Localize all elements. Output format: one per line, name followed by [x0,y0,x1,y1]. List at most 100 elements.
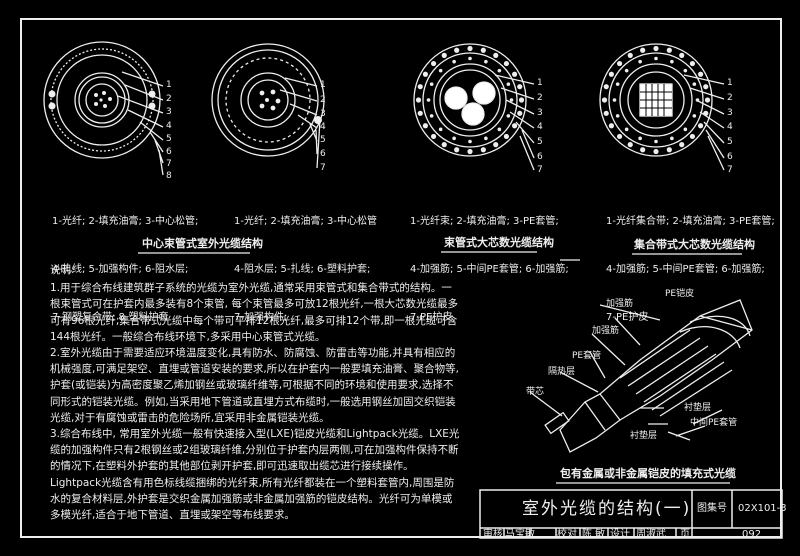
strength-member-dot [512,123,518,129]
cable-section-bundle-tube [413,43,535,171]
strength-member-dot [517,110,523,116]
legend-line: 7-加强构件; [234,312,288,323]
strength-member-dot [518,97,525,103]
legend-line: 4-加强筋; 5-中间PE套管; 6-加强筋; [410,264,569,275]
inner-strength-dot [692,114,697,118]
inner-strength-dot [438,68,443,73]
drawing-title: 室外光缆的结构(一) [522,499,692,519]
legend-line: 4-扎线; 5-加强构件; 6-阻水层; [52,264,189,275]
inner-strength-dot [438,127,443,132]
inner-strength-dot [624,127,629,132]
strength-member-dot [503,60,510,67]
strength-member-dot [493,52,499,58]
strength-member-dot [689,133,696,140]
strength-member-dot [503,133,510,140]
callout-fig3: 2 [537,93,543,103]
caption-fig3: 束管式大芯数光缆结构 [444,236,554,249]
callout-fig2: 7 [320,163,326,173]
label-pe-tube: PE套管 [572,351,602,361]
review-signature: 马宝敏 [505,529,535,540]
label-rib: 加强筋 [606,299,634,309]
callout-fig1: 6 [166,147,172,157]
legend-line: 7-PE护皮 [410,312,453,323]
strength-member-dot [616,60,623,67]
design-label: 设计 [610,529,630,540]
label-liner: 衬垫层 [630,431,658,441]
callout-fig2: 5 [320,135,326,145]
strength-member-dot [603,110,609,116]
legend-line: 1-光纤; 2-填充油膏; 3-中心松管 [234,216,378,227]
strength-member-dot [601,97,608,103]
strength-member-dot [467,148,473,155]
strength-member-dot [666,47,672,53]
label-fiber-core: 带芯 [526,387,545,397]
check-label: 校对 [557,529,577,540]
callout-fig2: 1 [320,80,326,90]
callout-fig1: 3 [166,107,172,117]
callout-fig4: 4 [727,122,733,132]
legend-line: 4-加强筋; 5-中间PE套管; 6-加强筋; [606,264,765,275]
inner-strength-dot [468,139,472,144]
strength-member-dot [608,71,614,77]
notes-heading: 说明: [50,264,75,276]
inner-strength-dot [429,114,434,118]
legend-line: 7-钢塑复合带; 8-塑料护套 [52,312,169,323]
strength-member-dot [679,52,685,58]
callout-fig1: 7 [166,159,172,169]
strength-member-dot [627,142,633,148]
strength-member-dot [640,47,646,53]
strength-member-dot [417,110,423,116]
callout-fig4: 5 [727,137,733,147]
callout-fig4: 1 [727,78,733,88]
strength-member-dot [698,123,704,129]
callout-fig3: 7 [537,165,543,175]
label-water-layer: 隔热层 [548,367,576,377]
legend-fig3: 1-光纤束; 2-填充油膏; 3-PE套管; 4-加强筋; 5-中间PE套管; … [410,182,569,342]
inner-strength-dot [484,136,488,141]
inner-strength-dot [426,98,431,102]
legend-line: 4-阻水层; 5-扎线; 6-塑料护套; [234,264,371,275]
strength-member-dot [415,97,422,103]
atlas-label: 图集号 [697,503,727,514]
caption-fig1: 中心束管式室外光缆结构 [142,237,263,250]
strength-member-dot [653,45,659,52]
strength-member-dot [689,60,696,67]
cable-section-central-tube [43,41,164,176]
legend-line: 1-光纤; 2-填充油膏; 3-中心松管; [52,216,199,227]
inner-strength-dot [615,114,620,118]
strength-member-dot [441,142,447,148]
strength-member-dot [454,147,460,153]
inner-strength-dot [612,98,617,102]
callout-fig3: 3 [537,108,543,118]
strength-member-dot [698,71,704,77]
strength-member-dot [517,84,523,90]
strength-member-dot [422,123,428,129]
inner-strength-dot [615,82,620,86]
caption-cable: 包有金属或非金属铠皮的填充式光缆 [560,467,736,480]
callout-fig3: 1 [537,78,543,88]
cable-section-variant [211,43,325,169]
legend-fig4: 1-光纤集合带; 2-填充油膏; 3-PE套管; 4-加强筋; 5-中间PE套管… [606,182,775,342]
strength-member-dot [616,133,623,140]
callout-fig4: 6 [727,152,733,162]
inner-strength-dot [654,56,658,61]
callout-fig4: 7 [727,165,733,175]
check-signature: 陈 敏 [582,529,606,540]
inner-strength-dot [506,82,511,86]
callout-fig1: 2 [166,94,172,104]
atlas-number: 02X101-3 [738,503,787,514]
strength-member-dot [666,147,672,153]
inner-strength-dot [624,68,629,73]
inner-strength-dot [497,127,502,132]
label-pe-skin: PE铠皮 [665,289,695,299]
strength-member-dot [480,47,486,53]
inner-strength-dot [452,136,456,141]
callout-fig3: 6 [537,152,543,162]
title-block [479,489,783,539]
legend-fig1: 1-光纤; 2-填充油膏; 3-中心松管; 4-扎线; 5-加强构件; 6-阻水… [52,182,198,342]
callout-fig4: 2 [727,93,733,103]
inner-strength-dot [654,139,658,144]
callout-fig2: 4 [320,122,326,132]
strength-member-dot [493,142,499,148]
